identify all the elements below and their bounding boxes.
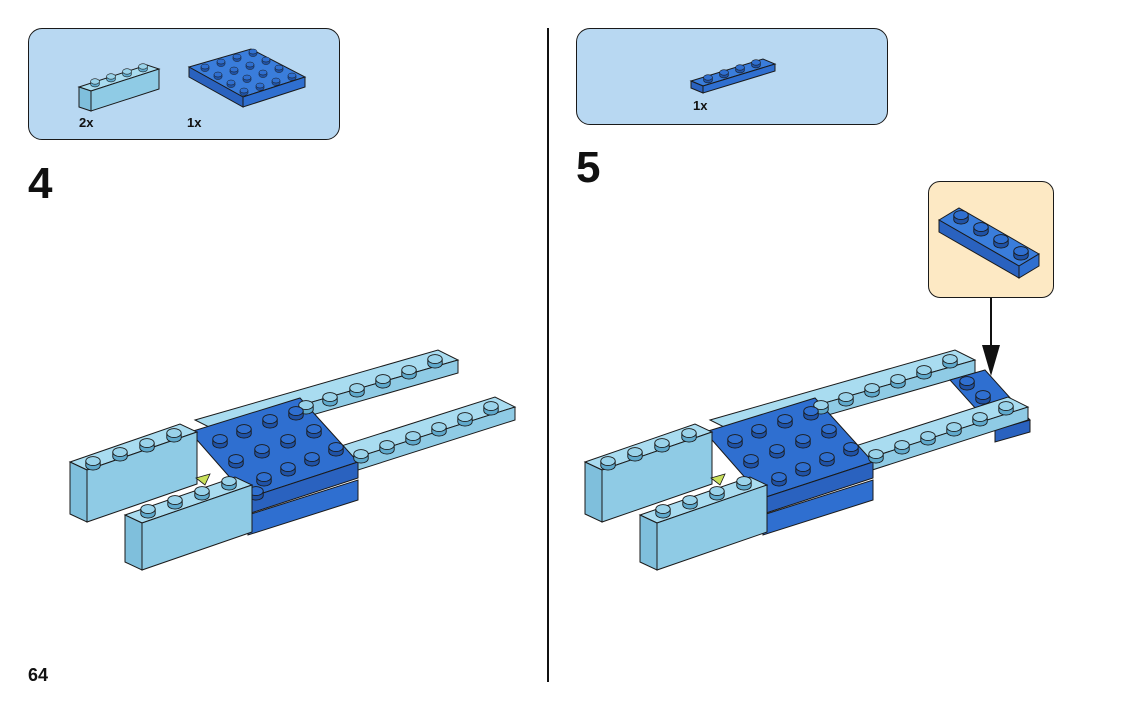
step-divider	[547, 28, 549, 682]
part-qty-blue-plate: 1x	[187, 115, 202, 130]
parts-box-step-5: 1x	[576, 28, 888, 125]
step-number-5: 5	[576, 143, 601, 192]
blue-plate-1x4-callout	[938, 207, 1040, 279]
callout-new-part	[928, 181, 1054, 298]
part-qty-blue-plate-1x4: 1x	[693, 98, 708, 113]
page-number: 64	[28, 665, 49, 685]
blue-plate-4x4-part	[187, 48, 307, 108]
step-4-model	[68, 349, 517, 571]
parts-box-step-4: 2x 1x	[28, 28, 340, 140]
step-number-4: 4	[28, 159, 53, 208]
part-qty-light-blue-brick: 2x	[79, 115, 94, 130]
blue-plate-1x4-part	[689, 58, 777, 94]
light-blue-brick-1x4-part	[77, 63, 161, 112]
